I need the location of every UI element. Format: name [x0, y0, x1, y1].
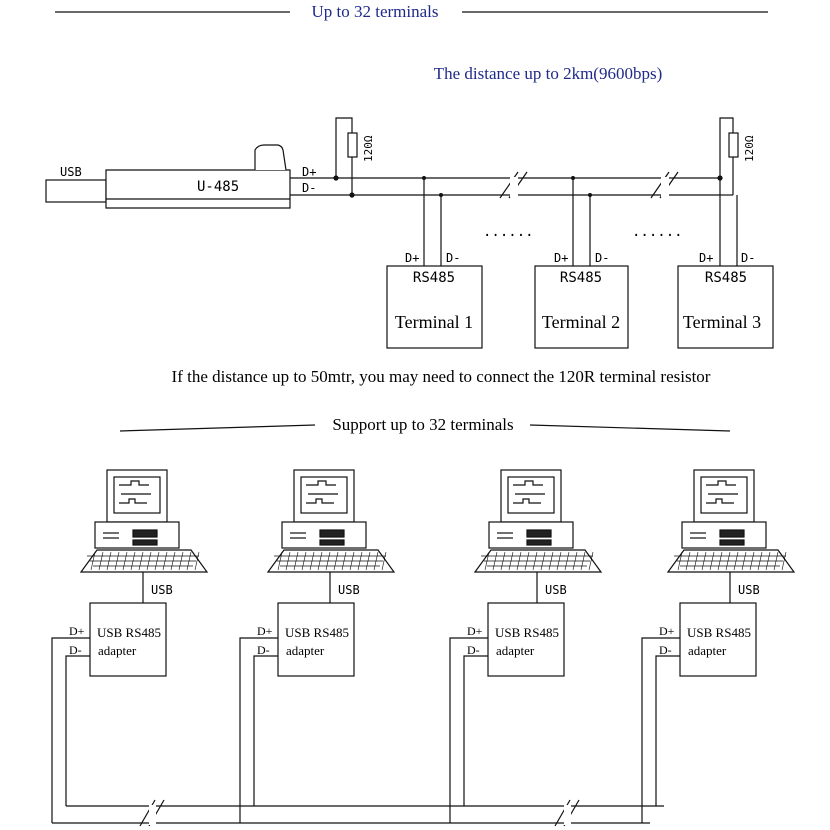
dminus-label: D- [467, 643, 480, 657]
terminal-3: D+ D- RS485 Terminal 3 [677, 178, 774, 349]
usb-label: USB [738, 583, 760, 597]
resistor-label-right: 120Ω [743, 135, 756, 162]
terminal-1-dplus: D+ [405, 251, 419, 265]
adapter-box [89, 602, 167, 677]
bottom-title: Support up to 32 terminals [332, 415, 513, 434]
usb-label: USB [151, 583, 173, 597]
terminal-3-dminus: D- [741, 251, 755, 265]
adapter-box [277, 602, 355, 677]
adapter-sublabel: adapter [496, 643, 535, 658]
computer-icon [473, 469, 603, 573]
dminus-label: D- [659, 643, 672, 657]
top-title: Up to 32 terminals [311, 2, 438, 21]
bottom-header-line-right [529, 424, 731, 432]
node-4: USB USB RS485 adapter D+ D- [641, 469, 796, 823]
terminal-2-type: RS485 [560, 270, 602, 286]
usb-label: USB [338, 583, 360, 597]
dplus-label: D+ [467, 624, 483, 638]
bus-dplus-label: D+ [302, 165, 316, 179]
bottom-bus [52, 799, 664, 827]
converter-hump [254, 144, 287, 171]
usb-label: USB [545, 583, 567, 597]
computer-icon [79, 469, 209, 573]
adapter-box [487, 602, 565, 677]
dminus-label: D- [69, 643, 82, 657]
terminal-3-type: RS485 [705, 270, 747, 286]
computer-nodes: USB USB RS485 adapter D+ D- USB USB RS485 adapt… [51, 469, 796, 823]
computer-icon [266, 469, 396, 573]
node-wires [449, 637, 488, 823]
terminal-1-name: Terminal 1 [395, 312, 473, 332]
resistor-note: If the distance up to 50mtr, you may nee… [172, 367, 711, 386]
bus-dots-2: ...... [632, 224, 683, 240]
termination-resistor-right [717, 117, 739, 196]
terminal-3-name: Terminal 3 [683, 312, 761, 332]
resistor-label-left: 120Ω [362, 135, 375, 162]
adapter-label: USB RS485 [687, 625, 751, 640]
bottom-header-line-left [119, 424, 316, 432]
dplus-label: D+ [69, 624, 85, 638]
usb-converter [45, 144, 291, 209]
dminus-label: D- [257, 643, 270, 657]
dplus-label: D+ [659, 624, 675, 638]
terminal-2-name: Terminal 2 [542, 312, 620, 332]
bus-dots-1: ...... [483, 224, 534, 240]
terminal-2-dminus: D- [595, 251, 609, 265]
bus-dminus-label: D- [302, 181, 316, 195]
adapter-sublabel: adapter [688, 643, 727, 658]
adapter-sublabel: adapter [98, 643, 137, 658]
node-1: USB USB RS485 adapter D+ D- [51, 469, 209, 823]
converter-label: U-485 [197, 179, 239, 195]
node-wires [51, 637, 90, 823]
termination-resistor-left [333, 117, 358, 198]
adapter-label: USB RS485 [285, 625, 349, 640]
distance-label: The distance up to 2km(9600bps) [434, 64, 663, 83]
usb-text-top: USB [60, 165, 82, 179]
terminal-3-dplus: D+ [699, 251, 713, 265]
usb-plug [45, 179, 107, 203]
node-3: USB USB RS485 adapter D+ D- [449, 469, 603, 823]
node-wires [239, 637, 278, 823]
dplus-label: D+ [257, 624, 273, 638]
adapter-label: USB RS485 [495, 625, 559, 640]
adapter-box [679, 602, 757, 677]
terminal-2-dplus: D+ [554, 251, 568, 265]
node-wires [641, 637, 680, 823]
terminal-1-dminus: D- [446, 251, 460, 265]
adapter-sublabel: adapter [286, 643, 325, 658]
computer-icon [666, 469, 796, 573]
terminal-2: D+ D- RS485 Terminal 2 [534, 176, 629, 349]
rs485-bus [290, 171, 720, 199]
terminal-1-type: RS485 [413, 270, 455, 286]
adapter-label: USB RS485 [97, 625, 161, 640]
node-2: USB USB RS485 adapter D+ D- [239, 469, 396, 823]
terminal-1: D+ D- RS485 Terminal 1 [386, 176, 483, 349]
